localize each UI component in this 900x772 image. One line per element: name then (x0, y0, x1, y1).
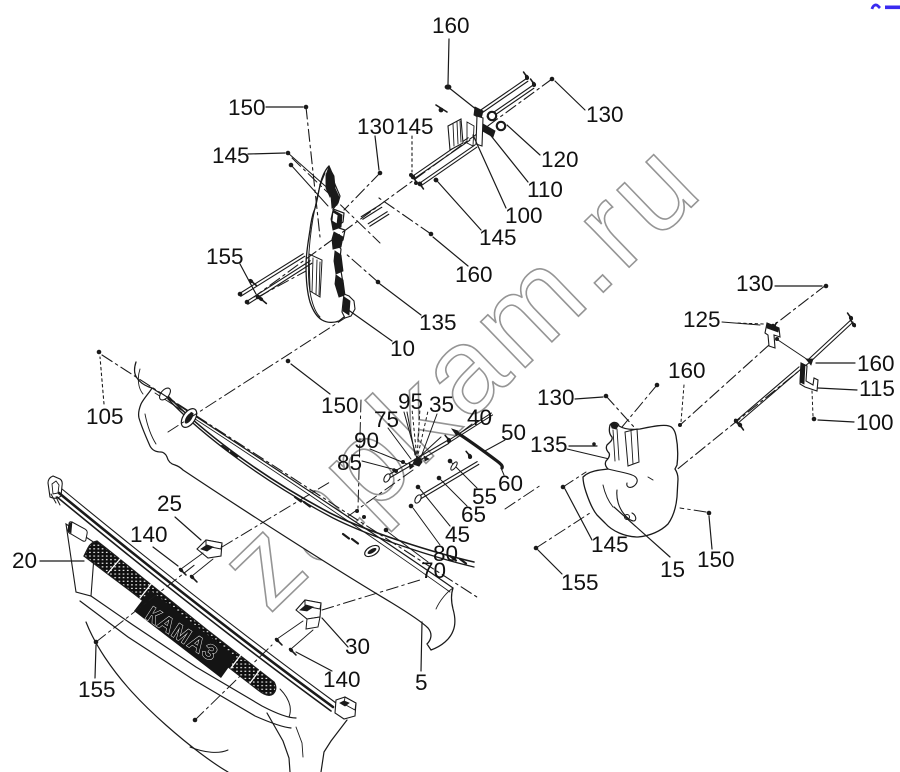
svg-text:80: 80 (433, 541, 458, 566)
svg-text:130: 130 (736, 271, 774, 296)
svg-text:95: 95 (398, 389, 423, 414)
svg-text:150: 150 (697, 547, 735, 572)
svg-text:160: 160 (857, 351, 895, 376)
svg-text:130: 130 (586, 102, 624, 127)
svg-text:120: 120 (541, 147, 579, 172)
svg-text:150: 150 (228, 95, 266, 120)
svg-text:60: 60 (498, 471, 523, 496)
svg-text:55: 55 (472, 484, 497, 509)
svg-text:25: 25 (157, 491, 182, 516)
svg-text:155: 155 (206, 244, 244, 269)
svg-text:160: 160 (432, 13, 470, 38)
svg-text:155: 155 (78, 677, 116, 702)
svg-text:45: 45 (445, 522, 470, 547)
svg-text:105: 105 (86, 404, 124, 429)
svg-text:100: 100 (505, 203, 543, 228)
svg-text:125: 125 (683, 307, 721, 332)
svg-text:65: 65 (461, 502, 486, 527)
svg-text:155: 155 (561, 570, 599, 595)
svg-text:zapkam.ru: zapkam.ru (193, 112, 726, 633)
svg-text:70: 70 (421, 558, 446, 583)
svg-text:50: 50 (501, 420, 526, 445)
svg-text:135: 135 (419, 310, 457, 335)
svg-text:130: 130 (357, 114, 395, 139)
svg-text:135: 135 (530, 432, 568, 457)
svg-text:140: 140 (130, 522, 168, 547)
svg-text:15: 15 (660, 557, 685, 582)
svg-text:130: 130 (537, 385, 575, 410)
svg-text:40: 40 (467, 405, 492, 430)
svg-text:75: 75 (374, 407, 399, 432)
svg-text:140: 140 (323, 667, 361, 692)
svg-text:145: 145 (396, 114, 434, 139)
svg-text:5: 5 (415, 670, 428, 695)
svg-text:145: 145 (591, 532, 629, 557)
svg-text:20: 20 (12, 548, 37, 573)
svg-text:90: 90 (354, 428, 379, 453)
svg-text:145: 145 (212, 143, 250, 168)
svg-text:115: 115 (859, 376, 895, 401)
svg-text:110: 110 (527, 177, 563, 202)
svg-text:85: 85 (337, 450, 362, 475)
svg-text:30: 30 (345, 634, 370, 659)
svg-text:10: 10 (390, 336, 415, 361)
svg-text:100: 100 (856, 410, 894, 435)
svg-text:160: 160 (668, 358, 706, 383)
svg-text:145: 145 (479, 225, 517, 250)
svg-text:160: 160 (455, 262, 493, 287)
svg-text:150: 150 (321, 393, 359, 418)
svg-text:35: 35 (429, 392, 454, 417)
